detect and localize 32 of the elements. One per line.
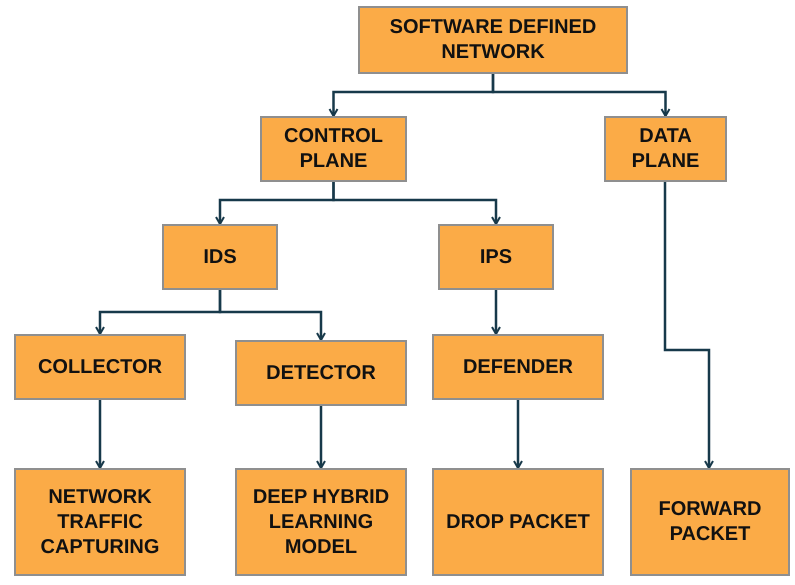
process-box (235, 340, 407, 406)
process-box (14, 334, 186, 400)
arrow (492, 74, 670, 117)
process-box (432, 468, 604, 576)
box-label: COLLECTOR (36, 354, 164, 380)
arrow (218, 290, 326, 341)
box-label: CONTROL PLANE (283, 124, 384, 174)
box-label: DATA PLANE (630, 124, 700, 174)
process-box (14, 468, 186, 576)
process-box (358, 6, 628, 74)
box-label: SOFTWARE DEFINED NETWORK (388, 15, 598, 65)
process-box (235, 468, 407, 576)
process-box (260, 116, 407, 182)
process-box (630, 468, 790, 576)
arrow (332, 182, 501, 225)
arrow (513, 400, 523, 469)
box-label: IDS (202, 244, 238, 270)
process-box (438, 224, 554, 290)
process-box (604, 116, 727, 182)
arrow (491, 290, 501, 335)
box-label: DROP PACKET (445, 510, 591, 534)
box-label: NETWORK TRAFFIC CAPTURING (40, 484, 160, 560)
box-label: FORWARD PACKET (658, 497, 762, 547)
box-label: DETECTOR (265, 360, 377, 386)
arrow (316, 406, 326, 469)
arrow (95, 400, 105, 469)
process-box (432, 334, 604, 400)
box-label: DEEP HYBRID LEARNING MODEL (252, 484, 390, 560)
box-label: DEFENDER (462, 354, 574, 380)
box-label: IPS (478, 244, 514, 270)
arrow (664, 182, 714, 469)
process-box (162, 224, 278, 290)
